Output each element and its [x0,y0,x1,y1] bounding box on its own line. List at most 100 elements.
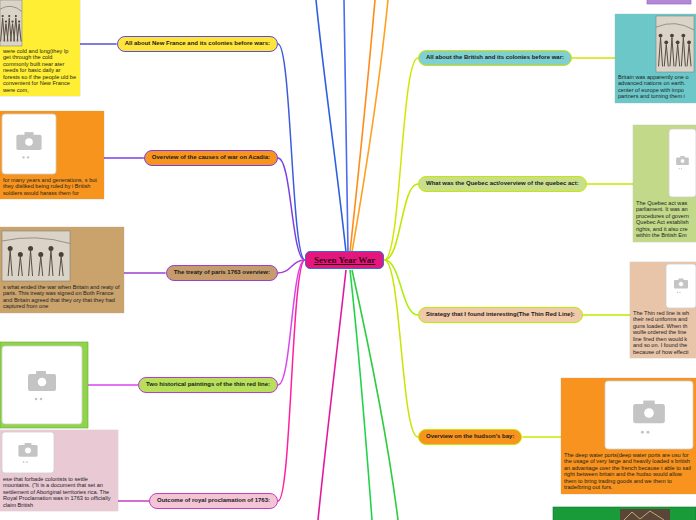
camera-lens [37,377,47,387]
illustration [0,227,124,283]
painting-panel [0,342,88,428]
camera-dot [35,398,38,401]
topic-label: Strategy that I found interesting(The Th… [426,311,575,318]
central-topic: Seven Year War [305,251,384,269]
figure-body [18,257,22,277]
note-card: ese that forbade colonists to settle mou… [0,430,118,511]
figure-head [18,252,23,257]
topic-label: Seven Year War [314,255,375,265]
topic-label: Two historical paintings of the thin red… [146,381,270,388]
figure-body [676,44,680,66]
branch-connector [104,157,144,159]
camera-top [679,279,684,281]
image-placeholder [2,346,82,424]
note-card: s what ended the war when Britain and re… [0,227,124,313]
figure-head [8,246,13,251]
sky-line [2,238,70,244]
branch-line [352,270,398,520]
camera-body [676,157,689,165]
figure-head [681,34,685,38]
picture-frame [2,231,70,281]
branch-connector [522,436,561,438]
figure-body [681,38,685,67]
camera-body [18,445,37,457]
topic-label: What was the Quebec act/overview of the … [426,180,579,187]
camera-top [25,443,32,446]
branch-topic: Outcome of royal proclamation of 1763: [149,493,278,508]
branch-topic: The treaty of paris 1763 overview: [166,265,278,280]
figure-head [2,15,4,17]
painting-picture [620,509,670,520]
figure-head [38,252,43,257]
figure-body [670,38,674,67]
figure-head [670,34,674,38]
image-placeholder [2,432,54,473]
camera-top [680,156,685,158]
leader-line [88,384,138,385]
figure-body [664,44,668,66]
camera-lens [25,447,32,454]
branch-connector [583,314,630,316]
note-text: The Thin red line is wh their red unifor… [633,310,693,355]
branch-line [344,0,348,252]
figure-head [11,21,13,23]
note-text: were cold and long(they lp get through t… [3,48,77,93]
figure-head [28,246,33,251]
figure-head [659,34,663,38]
camera-top [25,132,34,136]
figure-body [8,251,12,277]
branch-line [352,0,388,252]
illustration [0,430,118,475]
branch-line [316,0,346,252]
illustration [561,378,696,451]
camera-body [674,280,688,289]
image-placeholder [2,114,56,174]
topic-label: Overview of the causes of war on Acadia: [152,154,270,161]
camera-lens [25,138,34,147]
branch-connector [118,500,149,502]
figure-body [17,24,21,42]
branch-connector [124,272,166,274]
illustration [615,14,696,74]
topic-label: All about the British and its colonies b… [426,54,564,61]
topic-label: Outcome of royal proclamation of 1763: [157,497,270,504]
topic-label: The treaty of paris 1763 overview: [174,269,270,276]
camera-dot [681,168,682,169]
branch-connector [278,158,305,260]
note-card: for many years and generations, s but th… [0,111,104,199]
branch-topic: Two historical paintings of the thin red… [138,377,278,392]
branch-topic: Strategy that I found interesting(The Th… [418,307,583,322]
figure-body [29,251,33,277]
picture-frame [656,16,694,72]
camera-dot [27,156,29,158]
camera-dot [23,461,25,463]
topic-label: Overview on the hudson's bay: [426,433,514,440]
branch-topic: All about New France and its colonies be… [117,36,278,51]
illustration [0,111,104,176]
topic-label: All about New France and its colonies be… [125,40,270,47]
note-card: were cold and long(they lp get through t… [0,0,80,96]
branch-line [318,270,346,520]
figure-body [39,257,43,277]
sky-line [656,24,694,30]
bottom-right-box [553,507,696,520]
branch-connector [278,44,305,260]
camera-dot [679,292,680,293]
branch-line [350,270,372,520]
branch-connector [384,184,418,260]
illustration [0,0,80,48]
camera-body [28,374,56,391]
note-card: The deep water ports(deep water ports ar… [561,378,696,494]
note-card: Britain was apparently one o advanced na… [615,14,696,103]
note-text: The deep water ports(deep water ports ar… [564,452,693,491]
picture-frame [0,0,22,46]
branch-connector [572,57,615,59]
figure-head [664,40,668,44]
note-card: The Thin red line is wh their red unifor… [630,262,696,358]
branch-topic: Overview of the causes of war on Acadia: [144,150,278,165]
branch-connector [278,260,305,385]
illustration [630,262,696,310]
camera-dot [677,292,678,293]
figure-body [687,44,691,66]
note-text: The Quebec act was parliament. It was an… [636,200,693,239]
